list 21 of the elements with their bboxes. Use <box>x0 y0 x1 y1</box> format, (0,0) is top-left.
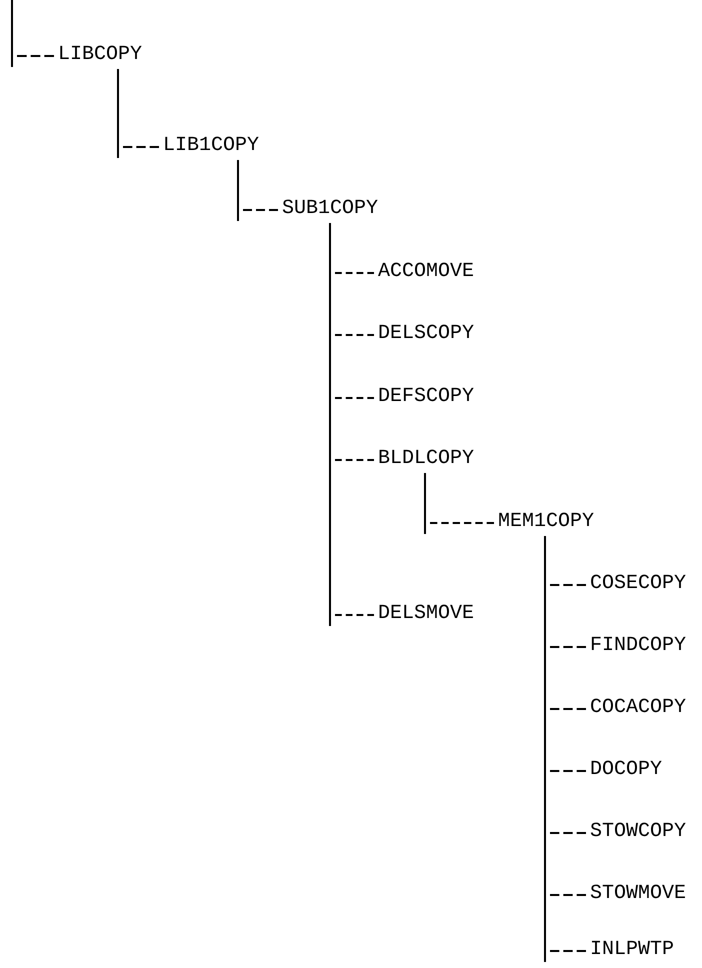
tree-connector <box>329 222 375 627</box>
tree-item-label: INLPWTP <box>590 938 674 962</box>
tree-item-label: DOCOPY <box>590 758 662 782</box>
tree-item-label: STOWMOVE <box>590 882 686 906</box>
tree-item-label: COCACOPY <box>590 696 686 720</box>
tree-item-label: ACCOMOVE <box>378 260 474 284</box>
tree-item-label: COSECOPY <box>590 572 686 596</box>
tree-connector <box>237 159 279 222</box>
tree-item-label: BLDLCOPY <box>378 447 474 471</box>
tree-item-label: DEFSCOPY <box>378 385 474 409</box>
tree-item-label: FINDCOPY <box>590 634 686 658</box>
tree-item-label: DELSCOPY <box>378 322 474 346</box>
tree-item-label: SUB1COPY <box>282 197 378 221</box>
tree-connector <box>117 68 160 159</box>
tree-item-label: LIB1COPY <box>163 134 260 158</box>
tree-connector <box>424 472 495 535</box>
tree-item-label: DELSMOVE <box>378 602 474 626</box>
tree-item-label: STOWCOPY <box>590 820 686 844</box>
tree-item-label: MEM1COPY <box>498 510 594 534</box>
tree-item-label: LIBCOPY <box>58 43 142 67</box>
tree-connector <box>11 0 55 68</box>
